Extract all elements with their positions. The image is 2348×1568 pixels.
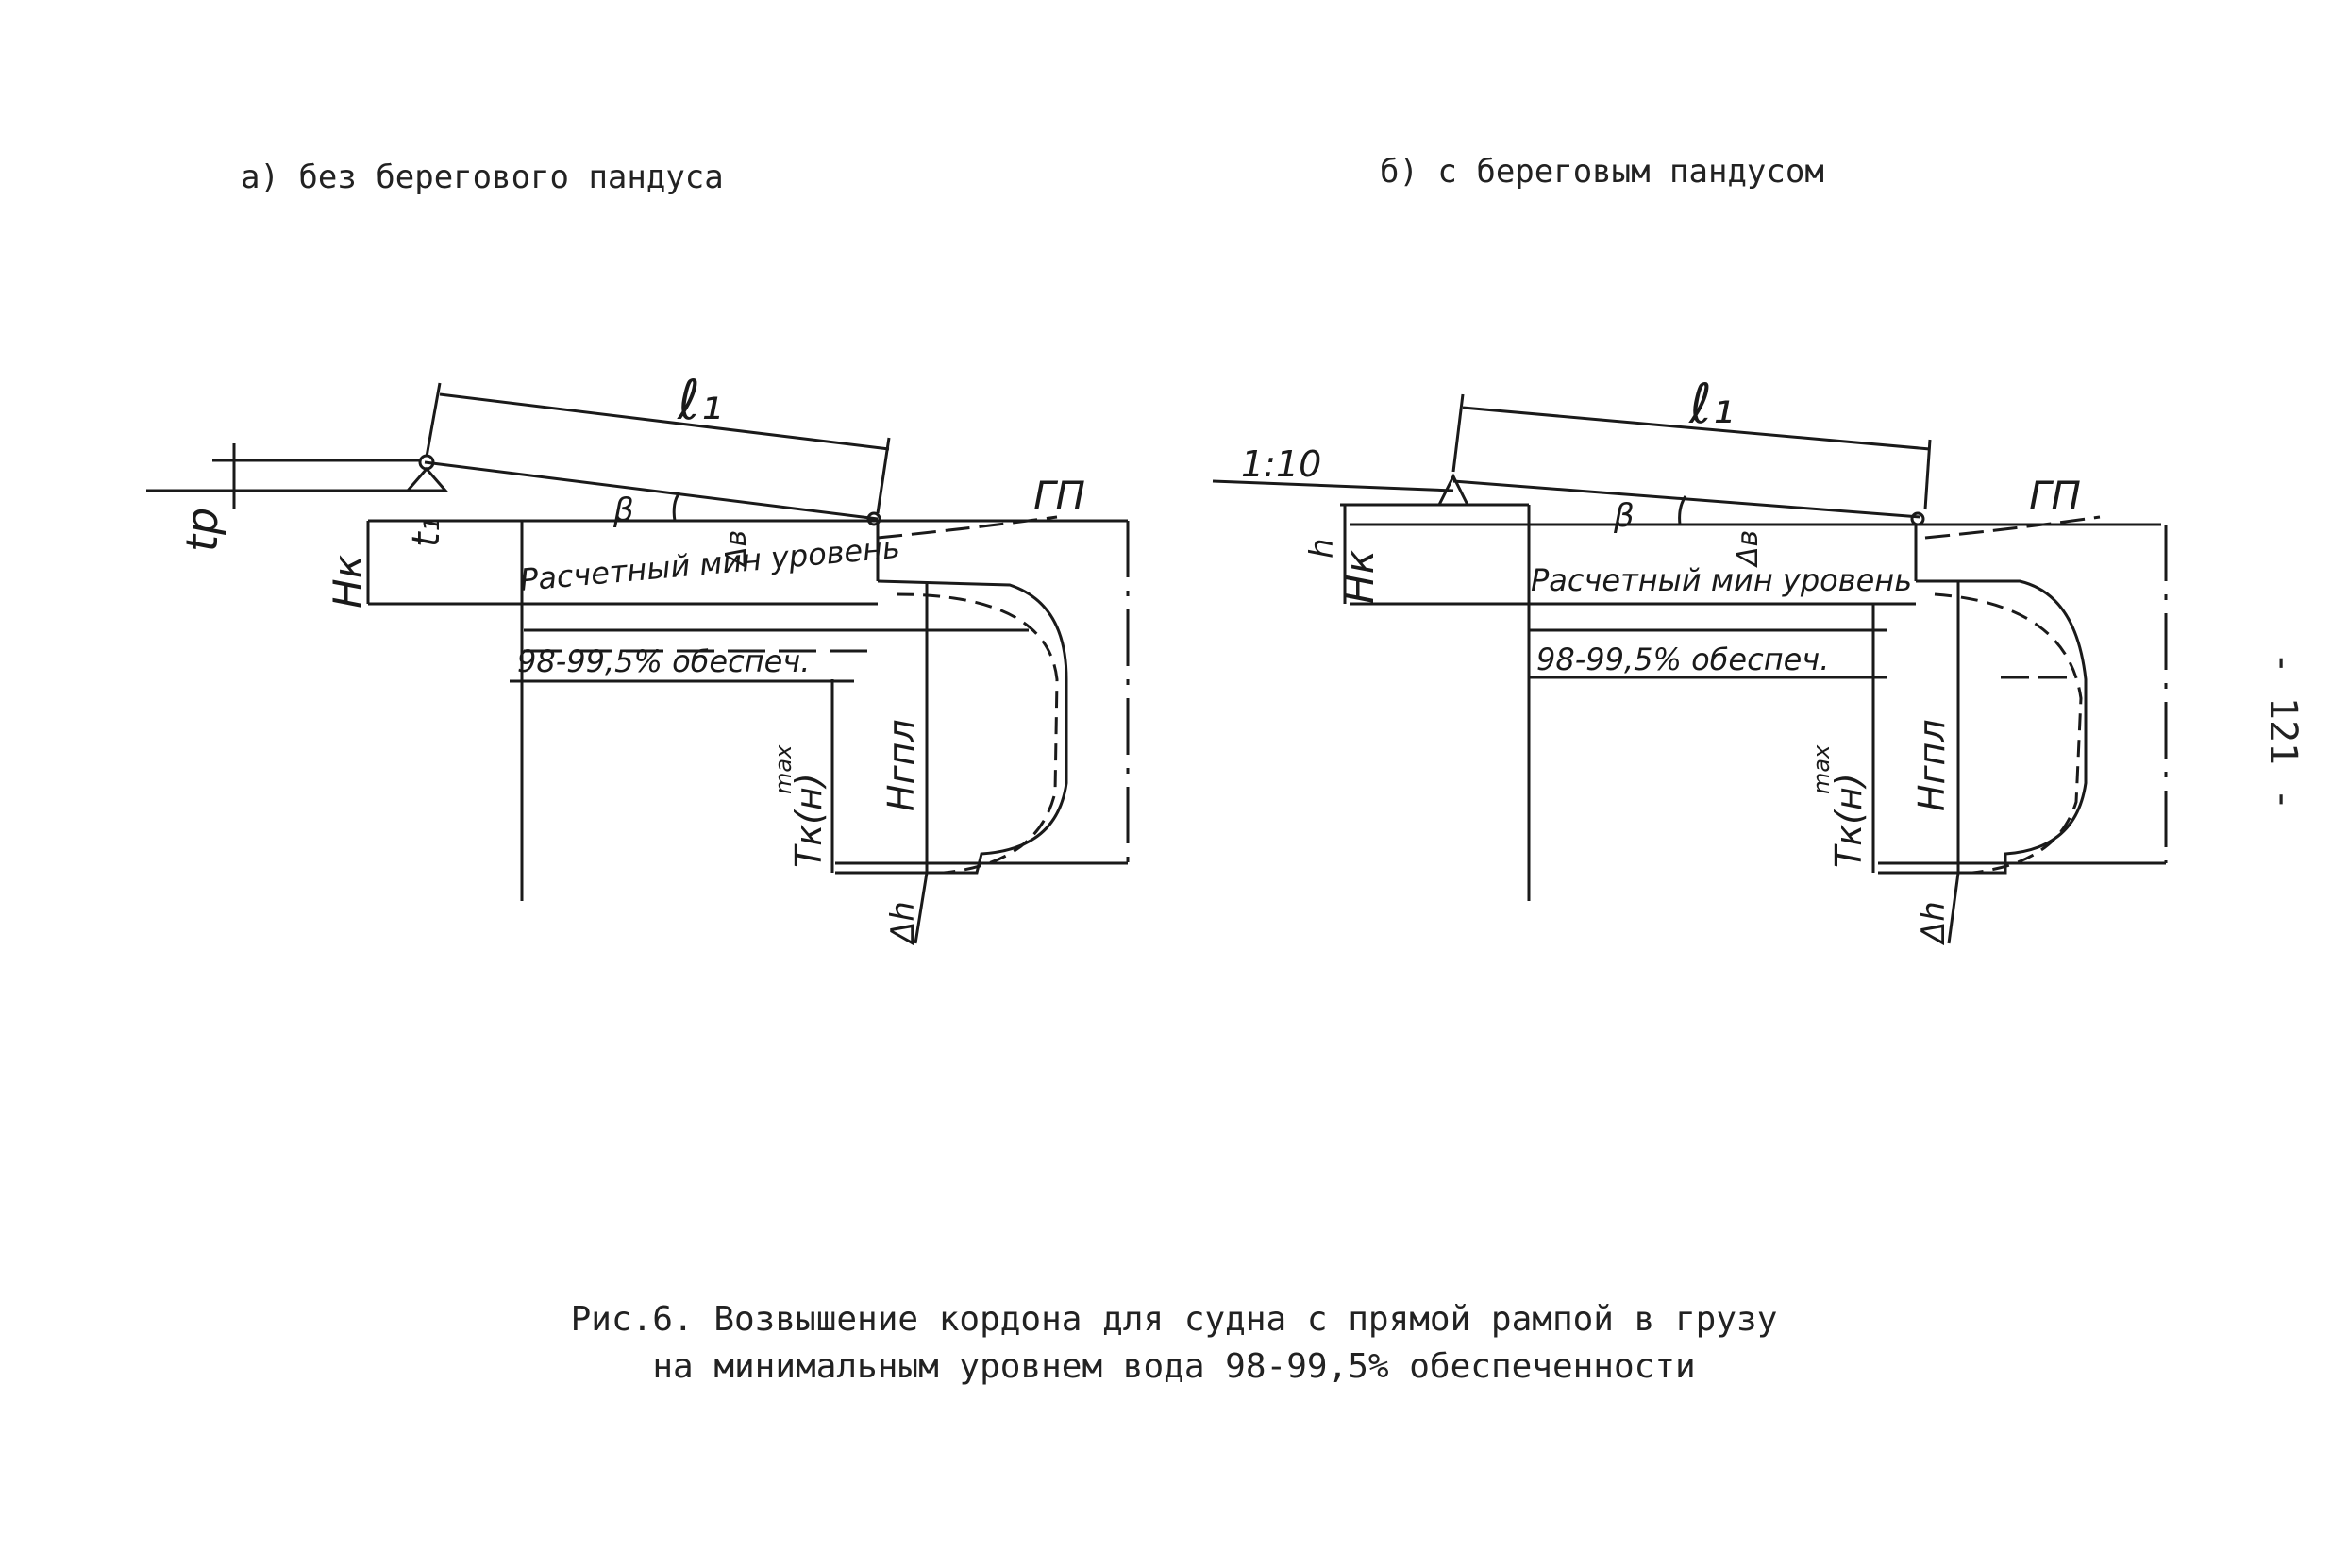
left-label-delta-b: Δв — [720, 530, 753, 568]
right-dh-leader — [1947, 872, 1960, 944]
left-l1-dimension — [439, 392, 890, 451]
left-ramp-line — [424, 460, 879, 521]
right-beta-arc — [1678, 495, 1687, 525]
left-label-hk: Нк — [325, 554, 371, 609]
left-vessel-hull — [835, 579, 1068, 875]
left-vessel-hull-dashed — [896, 592, 1059, 875]
right-ramp-line — [1452, 479, 1921, 519]
right-label-delta-h: Δh — [1915, 901, 1953, 946]
right-label-tk: Тк(н) — [1828, 773, 1870, 868]
right-label-tk-sup: max — [1808, 744, 1835, 794]
right-label-hgpl: Нгпл — [1911, 719, 1953, 811]
left-l1-ext-a — [425, 382, 442, 458]
right-l1-ext-b — [1923, 439, 1932, 510]
left-label-beta: β — [612, 492, 634, 529]
left-label-level: Расчетный мин уровень — [518, 529, 901, 598]
left-gp-dashed — [877, 515, 1058, 540]
caption-right-diagram: б) с береговым пандусом — [1380, 153, 1824, 191]
right-label-gp: ГП — [2029, 473, 2081, 519]
right-label-slope: 1:10 — [1241, 443, 1321, 485]
right-label-h: h — [1303, 538, 1341, 559]
left-beta-arc — [672, 492, 681, 522]
page-number-text: - 121 - — [2261, 651, 2305, 811]
left-label-gp: ГП — [1033, 473, 1085, 519]
left-label-t1: t₁ — [405, 517, 448, 547]
right-label-l1: ℓ₁ — [1688, 372, 1734, 436]
right-label-level: Расчетный мин уровень — [1531, 562, 1912, 598]
figure-caption-line-2: на минимальным уровнем вода 98-99,5% обе… — [652, 1347, 1696, 1386]
page-number: - 121 - — [2240, 652, 2325, 811]
left-ramp-end — [866, 511, 881, 526]
caption-left-diagram: а) без берегового пандуса — [241, 158, 724, 196]
left-label-provision: 98-99,5% обеспеч. — [517, 643, 810, 679]
left-l1-ext-b — [876, 437, 891, 514]
left-hinge-support — [404, 466, 449, 492]
right-label-delta-b: Δв — [1732, 530, 1765, 568]
right-label-beta: β — [1613, 497, 1635, 535]
left-label-tk-sup: max — [770, 744, 797, 794]
left-label-tp: tр — [176, 508, 227, 552]
left-label-hgpl: Нгпл — [880, 719, 922, 811]
right-diagram: ℓ₁ 1:10 β ГП h Нк Δв Расчетный мин урове… — [1212, 372, 2168, 946]
right-ramp-end — [1910, 511, 1925, 526]
left-diagram: ℓ₁ β ГП tр Нк t₁ Δв Расчетный мин уровен… — [146, 368, 1130, 946]
right-slope-line — [1212, 479, 1454, 492]
left-label-tk: Тк(н) — [788, 773, 830, 868]
right-gp-dashed — [1924, 515, 2101, 540]
figure-caption-line-1: Рис.6. Возвышение кордона для судна с пр… — [570, 1300, 1778, 1339]
left-dh-leader — [914, 872, 929, 944]
right-vessel-hull — [1878, 579, 2088, 875]
left-label-delta-h: Δh — [884, 901, 922, 946]
left-label-l1: ℓ₁ — [677, 368, 722, 432]
right-label-provision: 98-99,5% обеспеч. — [1536, 642, 1829, 677]
right-vessel-hull-dashed — [1934, 592, 2083, 875]
right-l1-ext-a — [1451, 393, 1465, 473]
right-label-hk: Нк — [1336, 549, 1383, 604]
right-l1-dimension — [1462, 406, 1931, 451]
